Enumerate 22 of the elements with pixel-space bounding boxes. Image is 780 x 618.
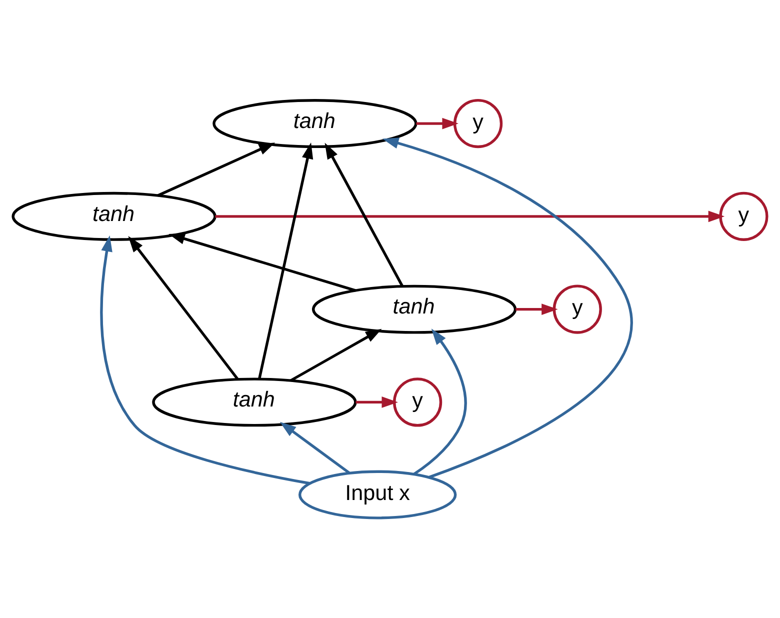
arrow xyxy=(416,118,458,130)
arrow xyxy=(280,422,350,474)
node-circle: y xyxy=(453,98,503,148)
arrow xyxy=(382,138,633,479)
arrow xyxy=(100,235,310,485)
node-circle: y xyxy=(392,378,442,427)
node-ellipse: tanh xyxy=(312,284,517,334)
arrow xyxy=(412,328,467,476)
arrow xyxy=(215,210,725,222)
node-circle: y xyxy=(552,284,602,334)
arrow xyxy=(128,236,239,380)
arrow xyxy=(157,142,276,197)
node-ellipse: tanh xyxy=(12,192,216,241)
arrow xyxy=(324,142,404,288)
node-ellipse: tanh xyxy=(152,378,357,427)
node-circle: y xyxy=(719,192,768,241)
arrow xyxy=(290,328,382,382)
arrow xyxy=(168,233,356,292)
arrow xyxy=(356,396,398,408)
arrow xyxy=(516,304,558,315)
arrow xyxy=(258,142,314,380)
node-ellipse: Input x xyxy=(298,470,457,520)
